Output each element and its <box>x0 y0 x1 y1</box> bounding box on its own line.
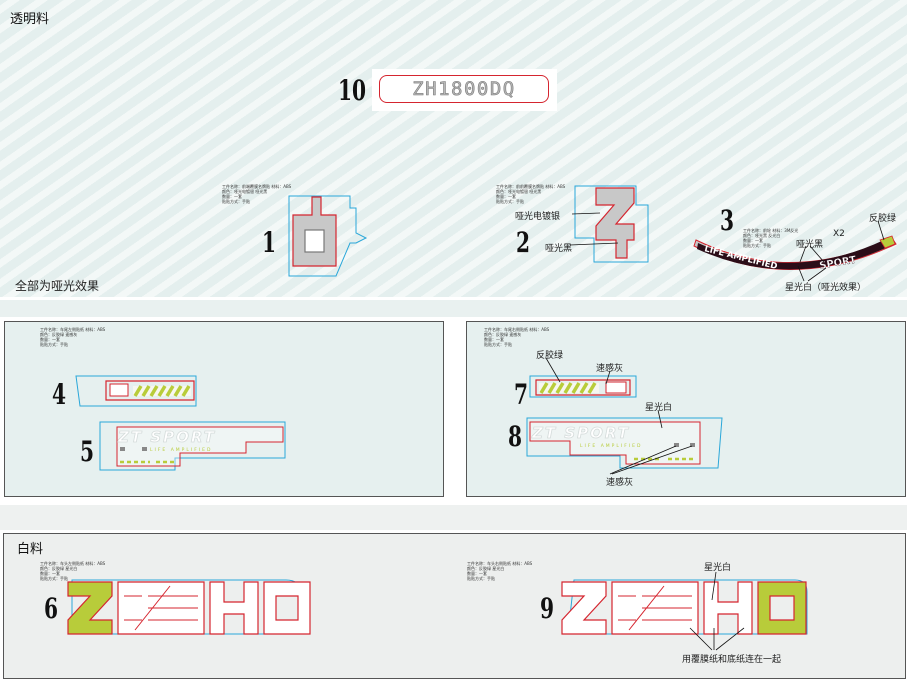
item-6-zeho-decal <box>67 579 311 635</box>
section-title-transparent: 透明料 <box>10 12 50 27</box>
divider-strip <box>0 505 907 530</box>
item-8-tagline: LIFE AMPLIFIED <box>580 443 642 449</box>
item-4-blue-outline <box>75 375 197 407</box>
callout-line-7a <box>545 357 561 383</box>
callout-line-9b <box>689 627 713 651</box>
section-title-white: 白料 <box>17 542 44 557</box>
callout-star-white-matte: 星光白（哑光效果） <box>785 283 867 293</box>
item-1-blue-outline <box>288 195 368 277</box>
tech-note-4: 工件名称：车尾左侧贴纸 材料：ABS 颜色：反胶绿 速感灰 数量：一套 贴贴方式… <box>40 327 106 347</box>
callout-line-2a <box>571 212 601 215</box>
item-5-sport-text: ZT SPORT <box>117 428 216 446</box>
callout-line-8b <box>609 445 677 475</box>
item-4-cut <box>105 380 195 401</box>
item-number-5: 5 <box>80 435 95 468</box>
callout-reflective-green-3: 反胶绿 <box>869 214 897 224</box>
item-number-7: 7 <box>514 378 529 411</box>
callout-star-white-9: 星光白 <box>704 563 732 573</box>
item-number-6: 6 <box>44 592 59 625</box>
item-number-3: 3 <box>720 204 735 237</box>
callout-x2: X2 <box>833 229 845 239</box>
item-7-cut <box>535 379 631 396</box>
tech-note-6: 工件名称：车头左侧贴纸 材料：ABS 颜色：反胶绿 星光白 数量：一套 贴贴方式… <box>40 561 106 581</box>
item-number-8: 8 <box>508 420 523 453</box>
badge-10-backing <box>372 69 557 111</box>
callout-line-3a <box>799 245 807 263</box>
item-5-blue-outline <box>99 421 286 471</box>
item-2-shape <box>595 187 635 259</box>
callout-matte-black-3: 哑光黑 <box>796 240 824 250</box>
item-8-blue-outline <box>526 417 723 469</box>
item-4-stripes <box>133 385 191 397</box>
item-3-band <box>697 240 888 270</box>
item-5-tagline: LIFE AMPLIFIED <box>150 447 212 453</box>
item-5-gray-mark <box>142 447 147 451</box>
item-8-gray-mark <box>690 443 695 447</box>
item-number-9: 9 <box>540 592 555 625</box>
callout-reflective-green-7: 反胶绿 <box>536 351 564 361</box>
item-7-window <box>605 381 627 394</box>
item-8-sport-text: ZT SPORT <box>531 424 630 442</box>
callout-speed-gray-top: 速感灰 <box>596 364 624 374</box>
tech-note-7: 工件名称：车尾右侧贴纸 材料：ABS 颜色：反胶绿 速感灰 数量：一套 贴贴方式… <box>484 327 550 347</box>
item-3-arc-text-left: LIFE AMPLIFIED <box>703 244 778 272</box>
tech-note-2: 工件名称：前前覆膜名牌贴 材料：ABS 颜色：哑光电镀银 哑光黑 数量：一套 贴… <box>496 184 566 204</box>
item-number-10: 10 <box>338 74 367 107</box>
item-number-4: 4 <box>52 378 67 411</box>
badge-10-text: ZH1800DQ <box>379 75 549 103</box>
callout-line-2b <box>569 242 619 246</box>
callout-matte-black-2: 哑光黑 <box>545 244 573 254</box>
callout-speed-gray-bottom: 速感灰 <box>606 478 634 488</box>
item-7-stripes <box>539 382 599 394</box>
item-1-window <box>304 229 325 253</box>
callout-line-9d <box>715 627 745 651</box>
callout-line-8a <box>657 409 663 429</box>
item-9-zeho-decal <box>561 579 808 635</box>
item-5-cut <box>116 426 284 467</box>
tech-note-9: 工件名称：车头右侧贴纸 材料：ABS 颜色：反胶绿 星光白 数量：一套 贴贴方式… <box>467 561 533 581</box>
tech-note-1: 工件名称：前端覆膜名牌贴 材料：ABS 颜色：哑光电镀银 哑光黑 数量：一套 贴… <box>222 184 292 204</box>
callout-line-8c <box>611 445 693 475</box>
callout-line-3d <box>797 265 805 282</box>
tech-note-3: 工件名称：前轮 材料：3M反光 颜色：哑光黑 反光白 数量：一套 贴贴方式：手贴 <box>743 228 799 248</box>
callout-line-7b <box>605 370 611 385</box>
item-number-1: 1 <box>262 226 277 259</box>
callout-matte-plating-silver: 哑光电镀银 <box>515 212 561 222</box>
callout-line-9a <box>711 571 717 601</box>
callout-line-3c <box>877 220 885 241</box>
transparent-material-panel <box>0 0 907 297</box>
section-note-matte: 全部为哑光效果 <box>15 279 100 293</box>
callout-laminate-note: 用覆膜纸和底纸连在一起 <box>682 655 782 665</box>
divider-strip <box>0 300 907 317</box>
item-8-gray-mark <box>674 443 679 447</box>
item-4-window <box>109 383 129 397</box>
item-number-2: 2 <box>516 226 531 259</box>
callout-line-3e <box>807 267 827 282</box>
callout-star-white-8: 星光白 <box>645 403 673 413</box>
item-5-gray-mark <box>120 447 125 451</box>
item-2-blue-outline <box>574 185 649 263</box>
callout-line-3b <box>809 245 825 263</box>
rear-left-panel <box>4 321 444 497</box>
item-7-blue-outline <box>529 375 637 398</box>
